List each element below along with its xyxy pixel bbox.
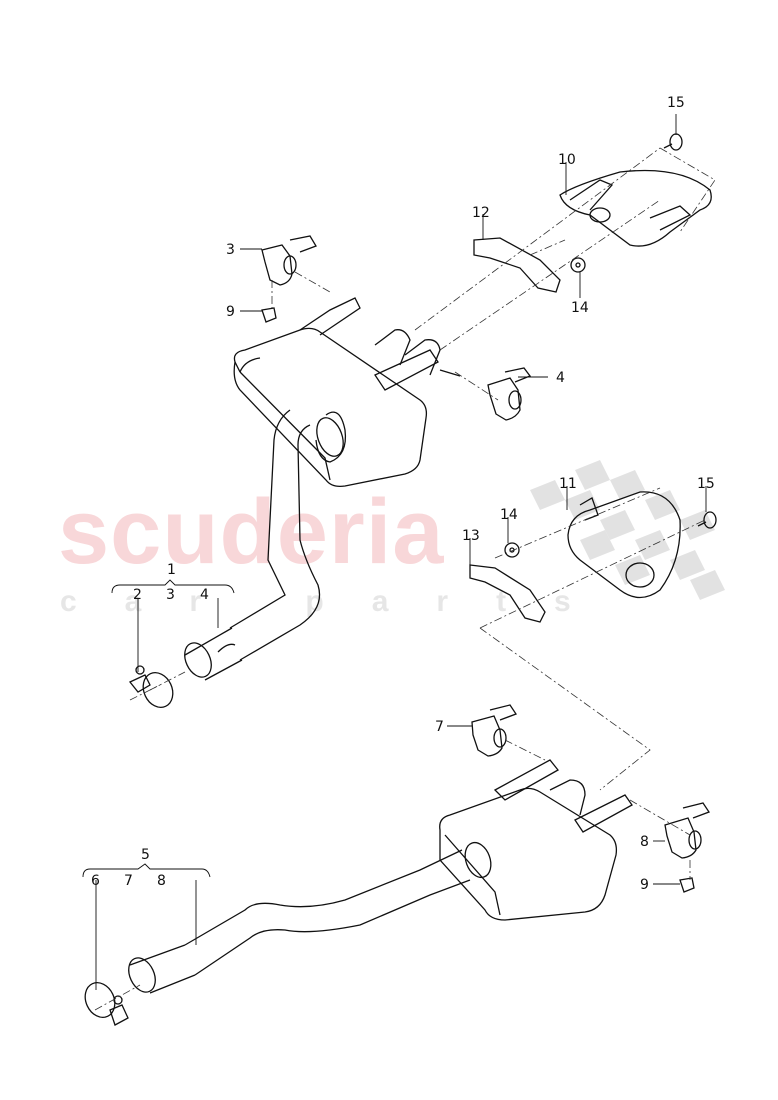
hanger-8 [664,802,710,859]
watermark-car-parts: car parts [60,585,619,618]
hanger-4 [487,367,532,421]
callout-5[interactable]: 5 [141,847,150,863]
watermark-scuderia: scuderia [58,481,445,583]
callout-4-hanger[interactable]: 4 [556,370,565,386]
washer-14-upper [570,257,586,273]
assembly-lines [94,147,716,1011]
checkered-flag-watermark [530,460,725,600]
callout-15-upper[interactable]: 15 [667,95,685,111]
callout-15-lower[interactable]: 15 [697,476,715,492]
washer-14-lower [504,542,520,558]
callout-12[interactable]: 12 [472,205,490,221]
lower-pipe [128,849,471,994]
leader-lines [82,114,707,990]
nut-9-upper [261,307,277,323]
lower-clamp [84,981,129,1026]
hanger-7 [471,704,517,757]
upper-pipe [184,409,321,681]
callout-7-hanger[interactable]: 7 [435,719,444,735]
screw-15-upper [663,133,683,151]
callout-9-lower[interactable]: 9 [640,877,649,893]
bracket-13 [469,564,546,623]
callout-6[interactable]: 6 [91,873,100,889]
callout-14-upper[interactable]: 14 [571,300,589,316]
tailpipe-trim-11 [567,491,681,599]
callout-8-hanger[interactable]: 8 [640,834,649,850]
callout-11[interactable]: 11 [559,476,577,492]
hanger-3 [261,235,317,286]
callout-10[interactable]: 10 [558,152,576,168]
nut-9-lower [679,877,695,893]
callout-13[interactable]: 13 [462,528,480,544]
callout-3-hanger[interactable]: 3 [226,242,235,258]
callout-1[interactable]: 1 [167,562,176,578]
callout-8[interactable]: 8 [157,873,166,889]
screw-15-lower [697,511,717,529]
tailpipe-trim-10 [559,169,712,247]
callout-3[interactable]: 3 [166,587,175,603]
bracket-12 [473,237,561,293]
callout-9-upper[interactable]: 9 [226,304,235,320]
upper-silencer [233,297,461,488]
callout-4[interactable]: 4 [200,587,209,603]
upper-clamp [128,665,174,709]
callout-7[interactable]: 7 [124,873,133,889]
callout-14-lower[interactable]: 14 [500,507,518,523]
lower-silencer [439,759,633,921]
callout-2[interactable]: 2 [133,587,142,603]
